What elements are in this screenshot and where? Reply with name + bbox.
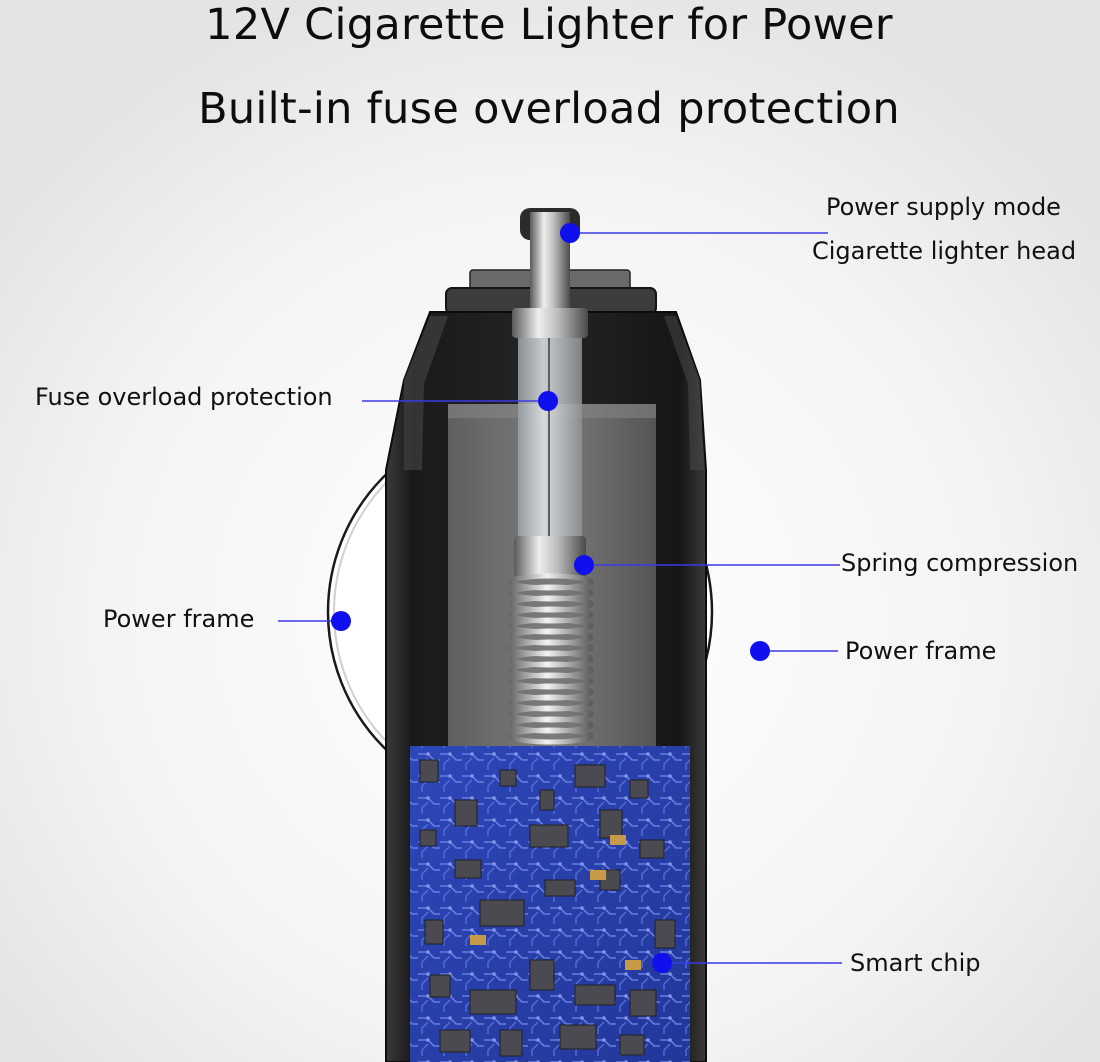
board-component	[629, 779, 649, 799]
board-component	[454, 859, 482, 879]
board-capacitor	[590, 870, 606, 880]
board-component	[574, 984, 616, 1006]
board-capacitor	[470, 935, 486, 945]
label-spring-compression: Spring compression	[841, 549, 1079, 577]
board-component	[479, 899, 525, 927]
board-component	[499, 769, 517, 787]
board-component	[424, 919, 444, 945]
board-component	[429, 974, 451, 998]
dot-frame-right	[750, 641, 770, 661]
board-component	[629, 989, 657, 1017]
board-component	[574, 764, 606, 788]
board-capacitor	[625, 960, 641, 970]
board-component	[639, 839, 665, 859]
board-component	[529, 959, 555, 991]
board-capacitor	[610, 835, 626, 845]
label-power-supply-mode: Power supply mode	[826, 193, 1061, 221]
spring-coils	[508, 573, 594, 745]
board-component	[619, 1034, 645, 1056]
label-power-frame-right: Power frame	[845, 637, 997, 665]
board-component	[469, 989, 517, 1015]
dot-power-supply-mode	[560, 223, 580, 243]
dot-chip	[652, 953, 672, 973]
board-component	[529, 824, 569, 848]
board-component	[544, 879, 576, 897]
label-cigarette-lighter-head: Cigarette lighter head	[812, 237, 1077, 265]
dot-spring	[574, 555, 594, 575]
title-line-1: 12V Cigarette Lighter for Power	[205, 0, 893, 50]
spring-coil	[508, 727, 594, 745]
board-component	[454, 799, 478, 827]
board-component	[499, 1029, 523, 1057]
board-component	[439, 1029, 471, 1053]
board-component	[419, 759, 439, 783]
board-component	[559, 1024, 597, 1050]
label-power-frame-left: Power frame	[103, 605, 255, 633]
dot-fuse	[538, 391, 558, 411]
board-components	[419, 759, 676, 1057]
title-line-2: Built-in fuse overload protection	[198, 84, 900, 134]
board-component	[419, 829, 437, 847]
board-component	[654, 919, 676, 949]
dot-frame-left	[331, 611, 351, 631]
label-smart-chip: Smart chip	[850, 949, 981, 977]
board-component	[539, 789, 555, 811]
label-fuse-overload-protection: Fuse overload protection	[35, 383, 333, 411]
